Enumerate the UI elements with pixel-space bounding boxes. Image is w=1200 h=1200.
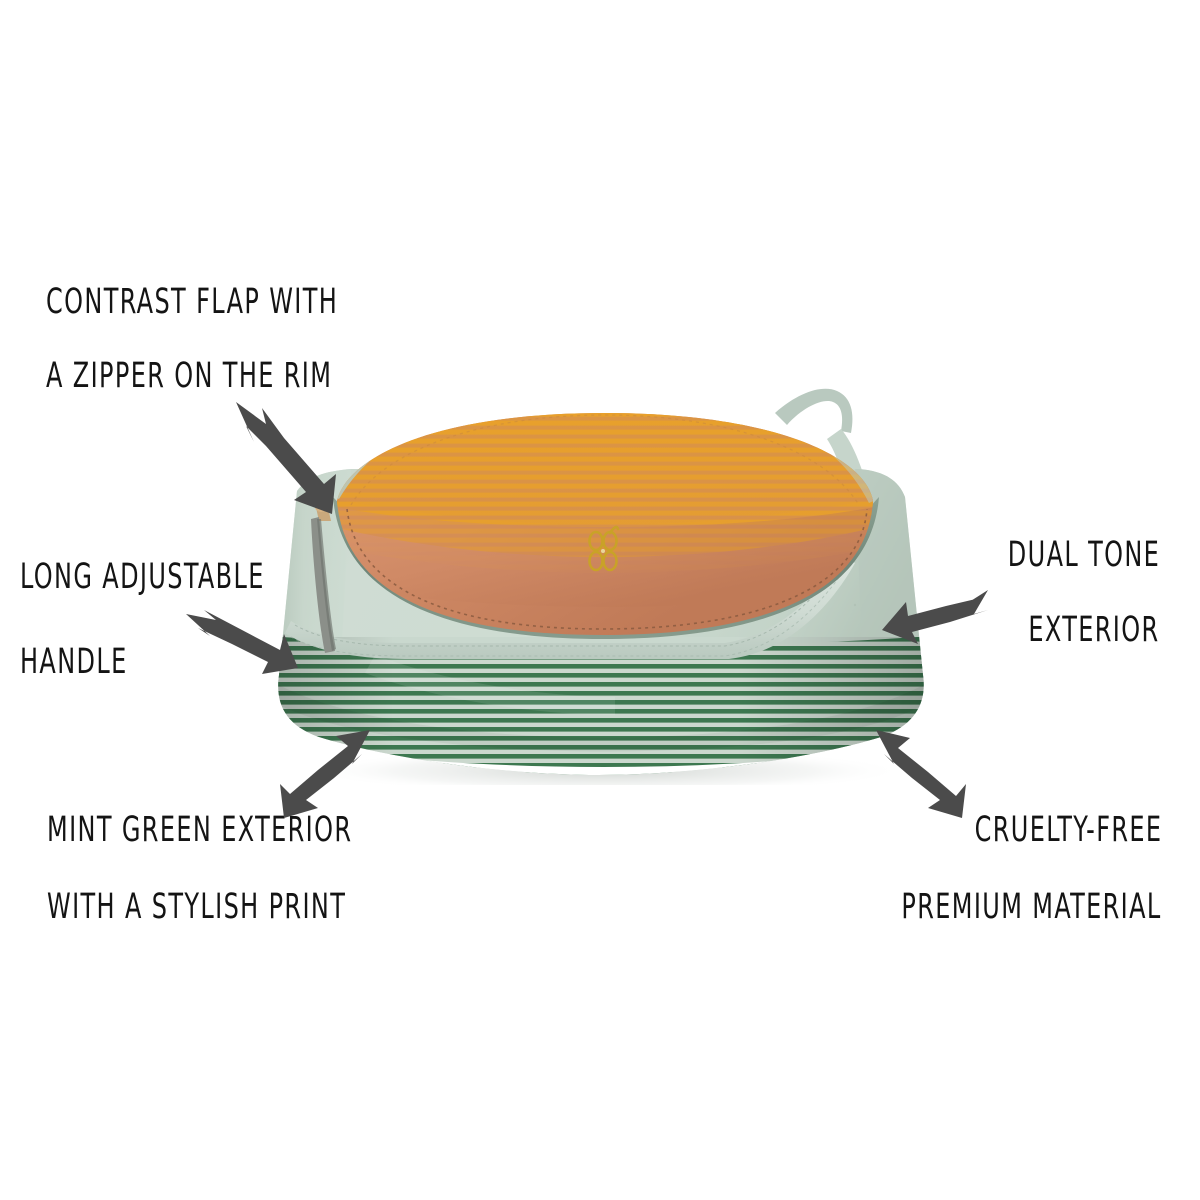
green-striped-base bbox=[278, 637, 924, 775]
annotation-mint-green-line2: WITH A STYLISH PRINT bbox=[47, 886, 347, 927]
arrow-long-handle-icon bbox=[186, 610, 298, 674]
annotation-contrast-flap-line2: A ZIPPER ON THE RIM bbox=[46, 355, 333, 396]
annotation-mint-green-line1: MINT GREEN EXTERIOR bbox=[47, 809, 353, 850]
annotation-long-handle-line2: HANDLE bbox=[20, 641, 128, 682]
annotation-dual-tone-line1: DUAL TONE bbox=[1007, 534, 1160, 575]
annotation-long-handle-line1: LONG ADJUSTABLE bbox=[20, 556, 265, 597]
arrow-contrast-flap-icon bbox=[236, 402, 336, 514]
arrow-cruelty-free-icon bbox=[876, 730, 966, 818]
arrow-dual-tone-icon bbox=[882, 590, 988, 644]
annotation-cruelty-free-line1: CRUELTY-FREE bbox=[974, 809, 1162, 850]
product-image-sling-bag bbox=[255, 385, 945, 785]
annotation-contrast-flap-line1: CONTRAST FLAP WITH bbox=[46, 281, 339, 322]
annotation-cruelty-free-line2: PREMIUM MATERIAL bbox=[901, 886, 1162, 927]
arrow-mint-green-icon bbox=[280, 730, 370, 818]
annotation-dual-tone-line2: EXTERIOR bbox=[1028, 609, 1160, 650]
gold-emblem-logo bbox=[588, 525, 620, 572]
